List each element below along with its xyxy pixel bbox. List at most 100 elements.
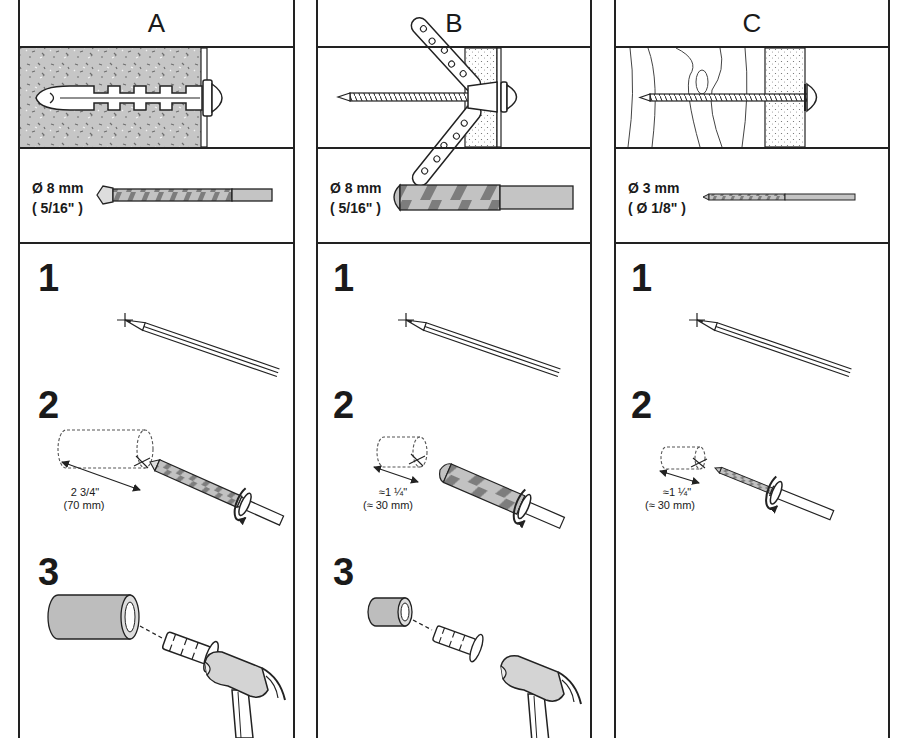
plug-insertion	[430, 619, 486, 663]
plug-insertion	[121, 595, 139, 639]
metal-drill-bit	[500, 186, 573, 209]
plug-insertion	[140, 626, 162, 638]
column-letter: C	[616, 0, 888, 48]
toggle-anchor	[338, 93, 350, 101]
pencil-mark	[424, 323, 561, 377]
toggle-anchor	[468, 82, 497, 112]
drill	[509, 488, 536, 525]
toggle-anchor	[419, 25, 427, 33]
pencil-mark	[117, 313, 133, 327]
toggle-anchor	[460, 119, 468, 127]
drill-diameter-inch: ( 5/16" )	[330, 199, 381, 217]
depth-dimension: ≈1 ¼"	[379, 486, 407, 498]
toggle-anchor	[459, 70, 467, 78]
drill-diameter: Ø 8 mm	[330, 179, 381, 197]
expansion-plug	[50, 93, 54, 103]
pencil-mark	[406, 319, 412, 323]
step-number: 3	[333, 552, 354, 594]
depth-dimension: (≈ 30 mm)	[363, 499, 413, 511]
drill-size-box: Ø 3 mm( Ø 1/8" )	[616, 147, 888, 244]
drill-diameter: Ø 3 mm	[628, 179, 679, 197]
wood-drill-bit	[709, 194, 785, 200]
drill	[155, 460, 242, 508]
masonry-drill-bit	[97, 186, 272, 204]
step-number: 1	[38, 258, 59, 300]
toggle-anchor	[501, 82, 507, 112]
concrete-wall	[20, 48, 207, 147]
wood-screw	[650, 94, 808, 101]
plug-insertion	[205, 652, 285, 738]
wood-screw	[804, 84, 806, 111]
plug-insertion	[398, 598, 412, 626]
depth-arrow	[62, 462, 140, 490]
masonry-drill-bit	[113, 189, 232, 201]
toggle-anchor	[433, 155, 441, 163]
drill-size-box: Ø 8 mm ( 5/16" )	[20, 147, 293, 244]
pencil-mark	[117, 313, 279, 377]
plug-insertion	[125, 602, 135, 632]
toggle-anchor	[507, 85, 517, 109]
wood-stud	[696, 70, 708, 94]
drill	[433, 455, 569, 539]
drill	[762, 476, 788, 511]
plug-insertion	[501, 656, 581, 738]
column-letter: A	[20, 0, 293, 48]
pencil-mark	[405, 316, 561, 376]
pencil-mark	[143, 323, 280, 377]
pencil-mark	[696, 316, 718, 330]
wood-drill-bit	[703, 194, 855, 200]
wood-drill-bit	[703, 194, 709, 200]
plug-insertion	[48, 595, 581, 738]
drill-hole	[691, 458, 707, 468]
drill	[143, 448, 288, 536]
depth-arrow	[660, 471, 699, 483]
step-number: 3	[38, 552, 59, 594]
depth-dimension: (70 mm)	[64, 499, 105, 511]
drill-hole	[58, 430, 145, 468]
drill	[143, 448, 837, 539]
expansion-plug	[36, 80, 222, 116]
drill-hole	[695, 447, 705, 469]
depth-arrow	[374, 467, 418, 482]
depth-dimension: ≈1 ¼"	[663, 486, 691, 498]
expansion-plug	[36, 86, 202, 110]
drill-size-box: Ø 8 mm ( 5/16" )	[318, 147, 590, 244]
wood-screw	[640, 84, 817, 111]
metal-drill-bit	[394, 185, 573, 210]
depth-dimension: (≈ 30 mm)	[645, 499, 695, 511]
drill-diameter: Ø 8 mm	[32, 179, 83, 197]
expansion-plug	[60, 97, 200, 98]
wood-screw	[640, 94, 650, 101]
pencil-mark	[697, 319, 703, 323]
drill	[709, 454, 838, 531]
pencil-mark	[398, 313, 560, 377]
pencil-mark	[689, 313, 851, 377]
depth-dimension: 2 3/4"	[71, 486, 99, 498]
drill-diameter-inch: ( 5/16" )	[32, 199, 83, 217]
concrete-wall	[20, 48, 201, 147]
pencil-mark	[405, 316, 427, 330]
toggle-anchor	[338, 14, 517, 189]
plug-insertion	[413, 620, 432, 630]
step-number: 1	[333, 258, 354, 300]
fixing-column: A Ø 8 mm ( 5/16" )	[18, 0, 295, 738]
plasterboard	[465, 48, 501, 147]
pencil-mark	[696, 316, 852, 376]
drill	[719, 467, 772, 493]
plasterboard	[465, 48, 497, 147]
step-number: 2	[38, 385, 59, 427]
metal-drill-bit	[394, 185, 400, 210]
pencil-mark	[715, 323, 852, 377]
fixing-column: C Ø 3 mm( Ø 1/8" )	[614, 0, 890, 738]
drill	[443, 464, 524, 514]
wood-drill-bit	[785, 194, 855, 200]
pencil-mark	[124, 316, 146, 330]
step-number: 2	[631, 385, 652, 427]
toggle-anchor	[447, 60, 455, 68]
pencil-mark	[125, 319, 131, 323]
toggle-anchor	[409, 101, 484, 189]
drill-hole	[134, 456, 150, 468]
expansion-plug	[203, 80, 212, 116]
